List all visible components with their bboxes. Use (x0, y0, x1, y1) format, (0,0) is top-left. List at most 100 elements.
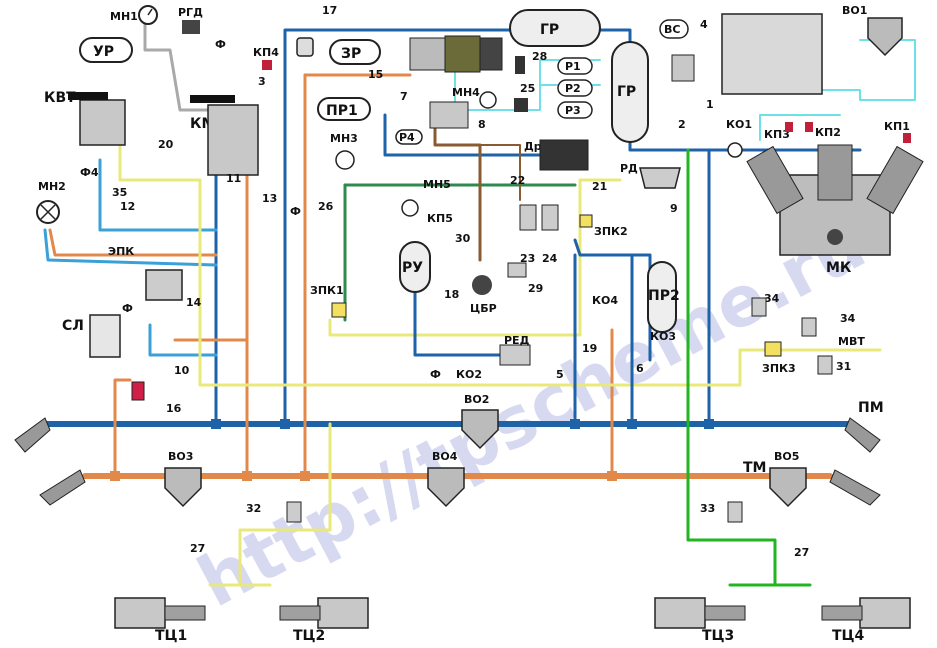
check-valve-ko1-icon (727, 142, 743, 158)
tank-ur (79, 37, 133, 63)
label-mk: МК (826, 260, 852, 276)
label-f-bot: Ф (430, 368, 441, 381)
tank-zr (329, 39, 381, 65)
device-33 (727, 501, 743, 523)
label-gr-right: ГР (617, 84, 636, 100)
cbr-chamber-icon (472, 275, 492, 295)
device-sl (89, 314, 121, 358)
tank-p3 (557, 101, 593, 119)
device-29 (507, 262, 527, 278)
compressor-drive (409, 35, 503, 73)
label-p3: Р3 (565, 104, 581, 117)
label-6: 6 (636, 362, 644, 375)
device-34b (801, 317, 817, 337)
radiator-icon (721, 13, 823, 95)
label-kp3: КП3 (764, 128, 790, 141)
hose-pm-right (844, 417, 881, 453)
label-23: 23 (520, 252, 535, 265)
label-28: 28 (532, 50, 547, 63)
label-pm: ПМ (858, 400, 884, 416)
label-rgd: РГД (178, 6, 203, 19)
label-ko2: КО2 (456, 368, 482, 381)
label-ko4: КО4 (592, 294, 618, 307)
label-mn1: МН1 (110, 10, 138, 23)
label-4: 4 (700, 18, 708, 31)
label-kp1: КП1 (884, 120, 910, 133)
label-pr1: ПР1 (326, 103, 358, 119)
label-p2: Р2 (565, 82, 581, 95)
device-21 (539, 139, 589, 171)
label-20: 20 (158, 138, 174, 151)
crane-km[interactable] (207, 104, 259, 176)
device-8 (429, 101, 469, 129)
label-sl: СЛ (62, 318, 84, 334)
device-23 (519, 204, 537, 231)
label-f-top: Ф (215, 38, 226, 51)
label-9: 9 (670, 202, 678, 215)
label-vo4: ВО4 (432, 450, 458, 463)
label-f4: Ф4 (80, 166, 99, 179)
valve-zpk1 (331, 302, 347, 318)
device-epk (145, 269, 183, 301)
hose-tm-left (39, 469, 86, 506)
label-tc3: ТЦ3 (702, 628, 734, 644)
brake-cylinder-tc3 (654, 597, 746, 629)
tank-pr1 (317, 97, 371, 121)
label-kp2: КП2 (815, 126, 841, 139)
label-mvt: МВТ (838, 335, 865, 348)
kp4-valve-icon (262, 60, 272, 70)
label-kp4: КП4 (253, 46, 279, 59)
label-17: 17 (322, 4, 337, 17)
device-vs (659, 19, 689, 39)
label-34a: 34 (764, 292, 780, 305)
kvt-handle[interactable] (68, 92, 108, 100)
device-32 (286, 501, 302, 523)
hose-pm-left (14, 417, 51, 453)
label-f-left: Ф (122, 302, 133, 315)
label-epk: ЭПК (108, 245, 134, 258)
device-16 (131, 381, 145, 401)
label-16: 16 (166, 402, 182, 415)
junction-dots (110, 419, 714, 481)
label-7: 7 (400, 90, 408, 103)
tank-p4 (395, 129, 423, 145)
device-34a (751, 297, 767, 317)
label-p1: Р1 (565, 60, 581, 73)
label-ru: РУ (402, 260, 423, 276)
device-31 (817, 355, 833, 375)
label-19: 19 (582, 342, 597, 355)
label-vs: ВС (664, 23, 680, 36)
label-p4: Р4 (399, 131, 415, 144)
label-kp5: КП5 (427, 212, 453, 225)
label-vo2: ВО2 (464, 393, 489, 406)
label-zpk2: ЗПК2 (594, 225, 628, 238)
compressor-mk (746, 144, 924, 256)
kp1-valve-icon (903, 133, 911, 143)
tank-gr-right (611, 41, 649, 143)
label-29: 29 (528, 282, 543, 295)
separator-vo1 (867, 17, 903, 57)
crane-kvt[interactable] (79, 99, 126, 146)
label-5: 5 (556, 368, 564, 381)
label-30: 30 (455, 232, 471, 245)
brake-cylinder-tc1 (114, 597, 206, 629)
brake-cylinder-tc2 (279, 597, 369, 629)
label-ko3: КО3 (650, 330, 676, 343)
label-24: 24 (542, 252, 558, 265)
device-24 (541, 204, 559, 231)
device-28 (515, 56, 525, 74)
km-handle[interactable] (190, 95, 235, 103)
label-32: 32 (246, 502, 261, 515)
label-1: 1 (706, 98, 714, 111)
valve-zpk2 (579, 214, 593, 228)
device-4 (671, 54, 695, 82)
label-26: 26 (318, 200, 334, 213)
label-vo1: ВО1 (842, 4, 867, 17)
device-17 (296, 37, 314, 57)
label-f-mid: Ф (290, 205, 301, 218)
label-tm: ТМ (743, 460, 766, 476)
gauge-mn3-icon (335, 150, 355, 170)
kp2-valve-icon (805, 122, 813, 132)
tank-p1 (557, 57, 593, 75)
